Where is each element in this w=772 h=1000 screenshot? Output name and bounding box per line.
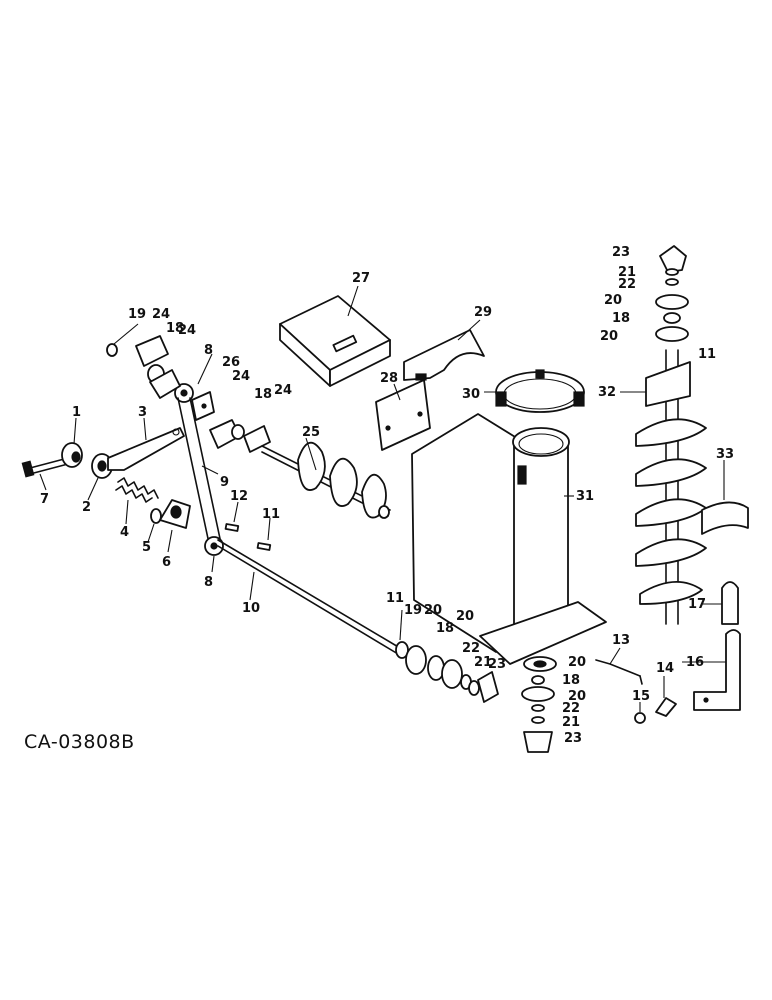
arm-3 [107, 427, 185, 471]
callout-11-bottom: 11 [386, 591, 404, 606]
shield-33 [701, 501, 749, 535]
pins-11-12 [224, 523, 272, 551]
nut-15 [634, 712, 646, 724]
callout-28: 28 [380, 371, 398, 386]
callout-20-stack-a: 20 [568, 655, 586, 670]
callout-18-bottom: 18 [436, 621, 454, 636]
callout-18-stack: 18 [562, 673, 580, 688]
callout-8-upper: 8 [204, 343, 213, 358]
callout-20-right-a: 20 [604, 293, 622, 308]
callout-6: 6 [162, 555, 171, 570]
bearing-stack-right [655, 245, 689, 342]
callout-22-bottom: 22 [462, 641, 480, 656]
callout-27: 27 [352, 271, 370, 286]
callout-20-stack-b: 20 [568, 689, 586, 704]
callout-26: 26 [222, 355, 240, 370]
callout-4: 4 [120, 525, 129, 540]
bolt-7 [21, 457, 69, 478]
washer-5 [150, 508, 162, 524]
bracket-28 [375, 369, 437, 451]
sprocket-8-upper [174, 383, 194, 403]
plate-26 [191, 391, 215, 421]
callout-14: 14 [656, 661, 674, 676]
callout-16: 16 [686, 655, 704, 670]
flange-set-center [209, 419, 271, 453]
auger-32 [635, 349, 707, 625]
shaft-10 [217, 539, 401, 655]
callout-10: 10 [242, 601, 260, 616]
spring-4 [115, 477, 159, 503]
callout-33: 33 [716, 447, 734, 462]
callout-18-upper-left: 18 [166, 321, 184, 336]
bolt-14 [655, 697, 677, 717]
callout-29: 29 [474, 305, 492, 320]
callout-24-upper-a: 24 [152, 307, 170, 322]
callout-21-stack: 21 [562, 715, 580, 730]
callout-25: 25 [302, 425, 320, 440]
callout-2: 2 [82, 500, 91, 515]
chain-9 [177, 397, 223, 549]
callout-15: 15 [632, 689, 650, 704]
callout-24-center-b: 24 [274, 383, 292, 398]
callout-18-center: 18 [254, 387, 272, 402]
callout-19-bottom: 19 [404, 603, 422, 618]
callout-1: 1 [72, 405, 81, 420]
housing-31 [411, 413, 607, 665]
callout-23-right: 23 [612, 245, 630, 260]
auger-25 [261, 441, 391, 519]
callout-23-bottom: 23 [488, 657, 506, 672]
callout-20-right-b: 20 [600, 329, 618, 344]
callout-23-stack: 23 [564, 731, 582, 746]
callout-8-lower: 8 [204, 575, 213, 590]
callout-18-right: 18 [612, 311, 630, 326]
callout-11-right: 11 [698, 347, 716, 362]
flange-set-upper-left [106, 335, 181, 399]
callout-24-center-a: 24 [232, 369, 250, 384]
bracket-29 [403, 329, 485, 381]
cover-27 [279, 295, 391, 387]
bearing-stack-center [395, 641, 557, 753]
leader-lines [39, 285, 726, 712]
callout-22-stack: 22 [562, 701, 580, 716]
document-id: CA-03808B [24, 731, 135, 753]
callout-7: 7 [40, 492, 49, 507]
sprocket-8-lower [204, 536, 224, 556]
callout-5: 5 [142, 540, 151, 555]
callout-24-upper-b: 24 [178, 323, 196, 338]
callout-17: 17 [688, 597, 706, 612]
callout-31: 31 [576, 489, 594, 504]
callout-3: 3 [138, 405, 147, 420]
plate-17 [721, 581, 739, 625]
bushing-1 [61, 442, 83, 468]
callout-labels: 1 2 3 4 5 6 7 8 8 9 10 11 11 11 12 13 14… [40, 245, 734, 746]
callout-20-bottom-a: 20 [424, 603, 442, 618]
callout-9: 9 [220, 475, 229, 490]
callout-11-center: 11 [262, 507, 280, 522]
callout-19-upper: 19 [128, 307, 146, 322]
bracket-16 [693, 629, 741, 711]
bearing-housing-6 [159, 499, 191, 529]
clamp-ring-30 [495, 369, 585, 413]
callout-32: 32 [598, 385, 616, 400]
callout-12: 12 [230, 489, 248, 504]
callout-22-right: 22 [618, 277, 636, 292]
callout-21-right: 21 [618, 265, 636, 280]
callout-13: 13 [612, 633, 630, 648]
callout-30: 30 [462, 387, 480, 402]
rod-13 [595, 659, 643, 685]
callout-20-bottom-b: 20 [456, 609, 474, 624]
callout-21-bottom: 21 [474, 655, 492, 670]
